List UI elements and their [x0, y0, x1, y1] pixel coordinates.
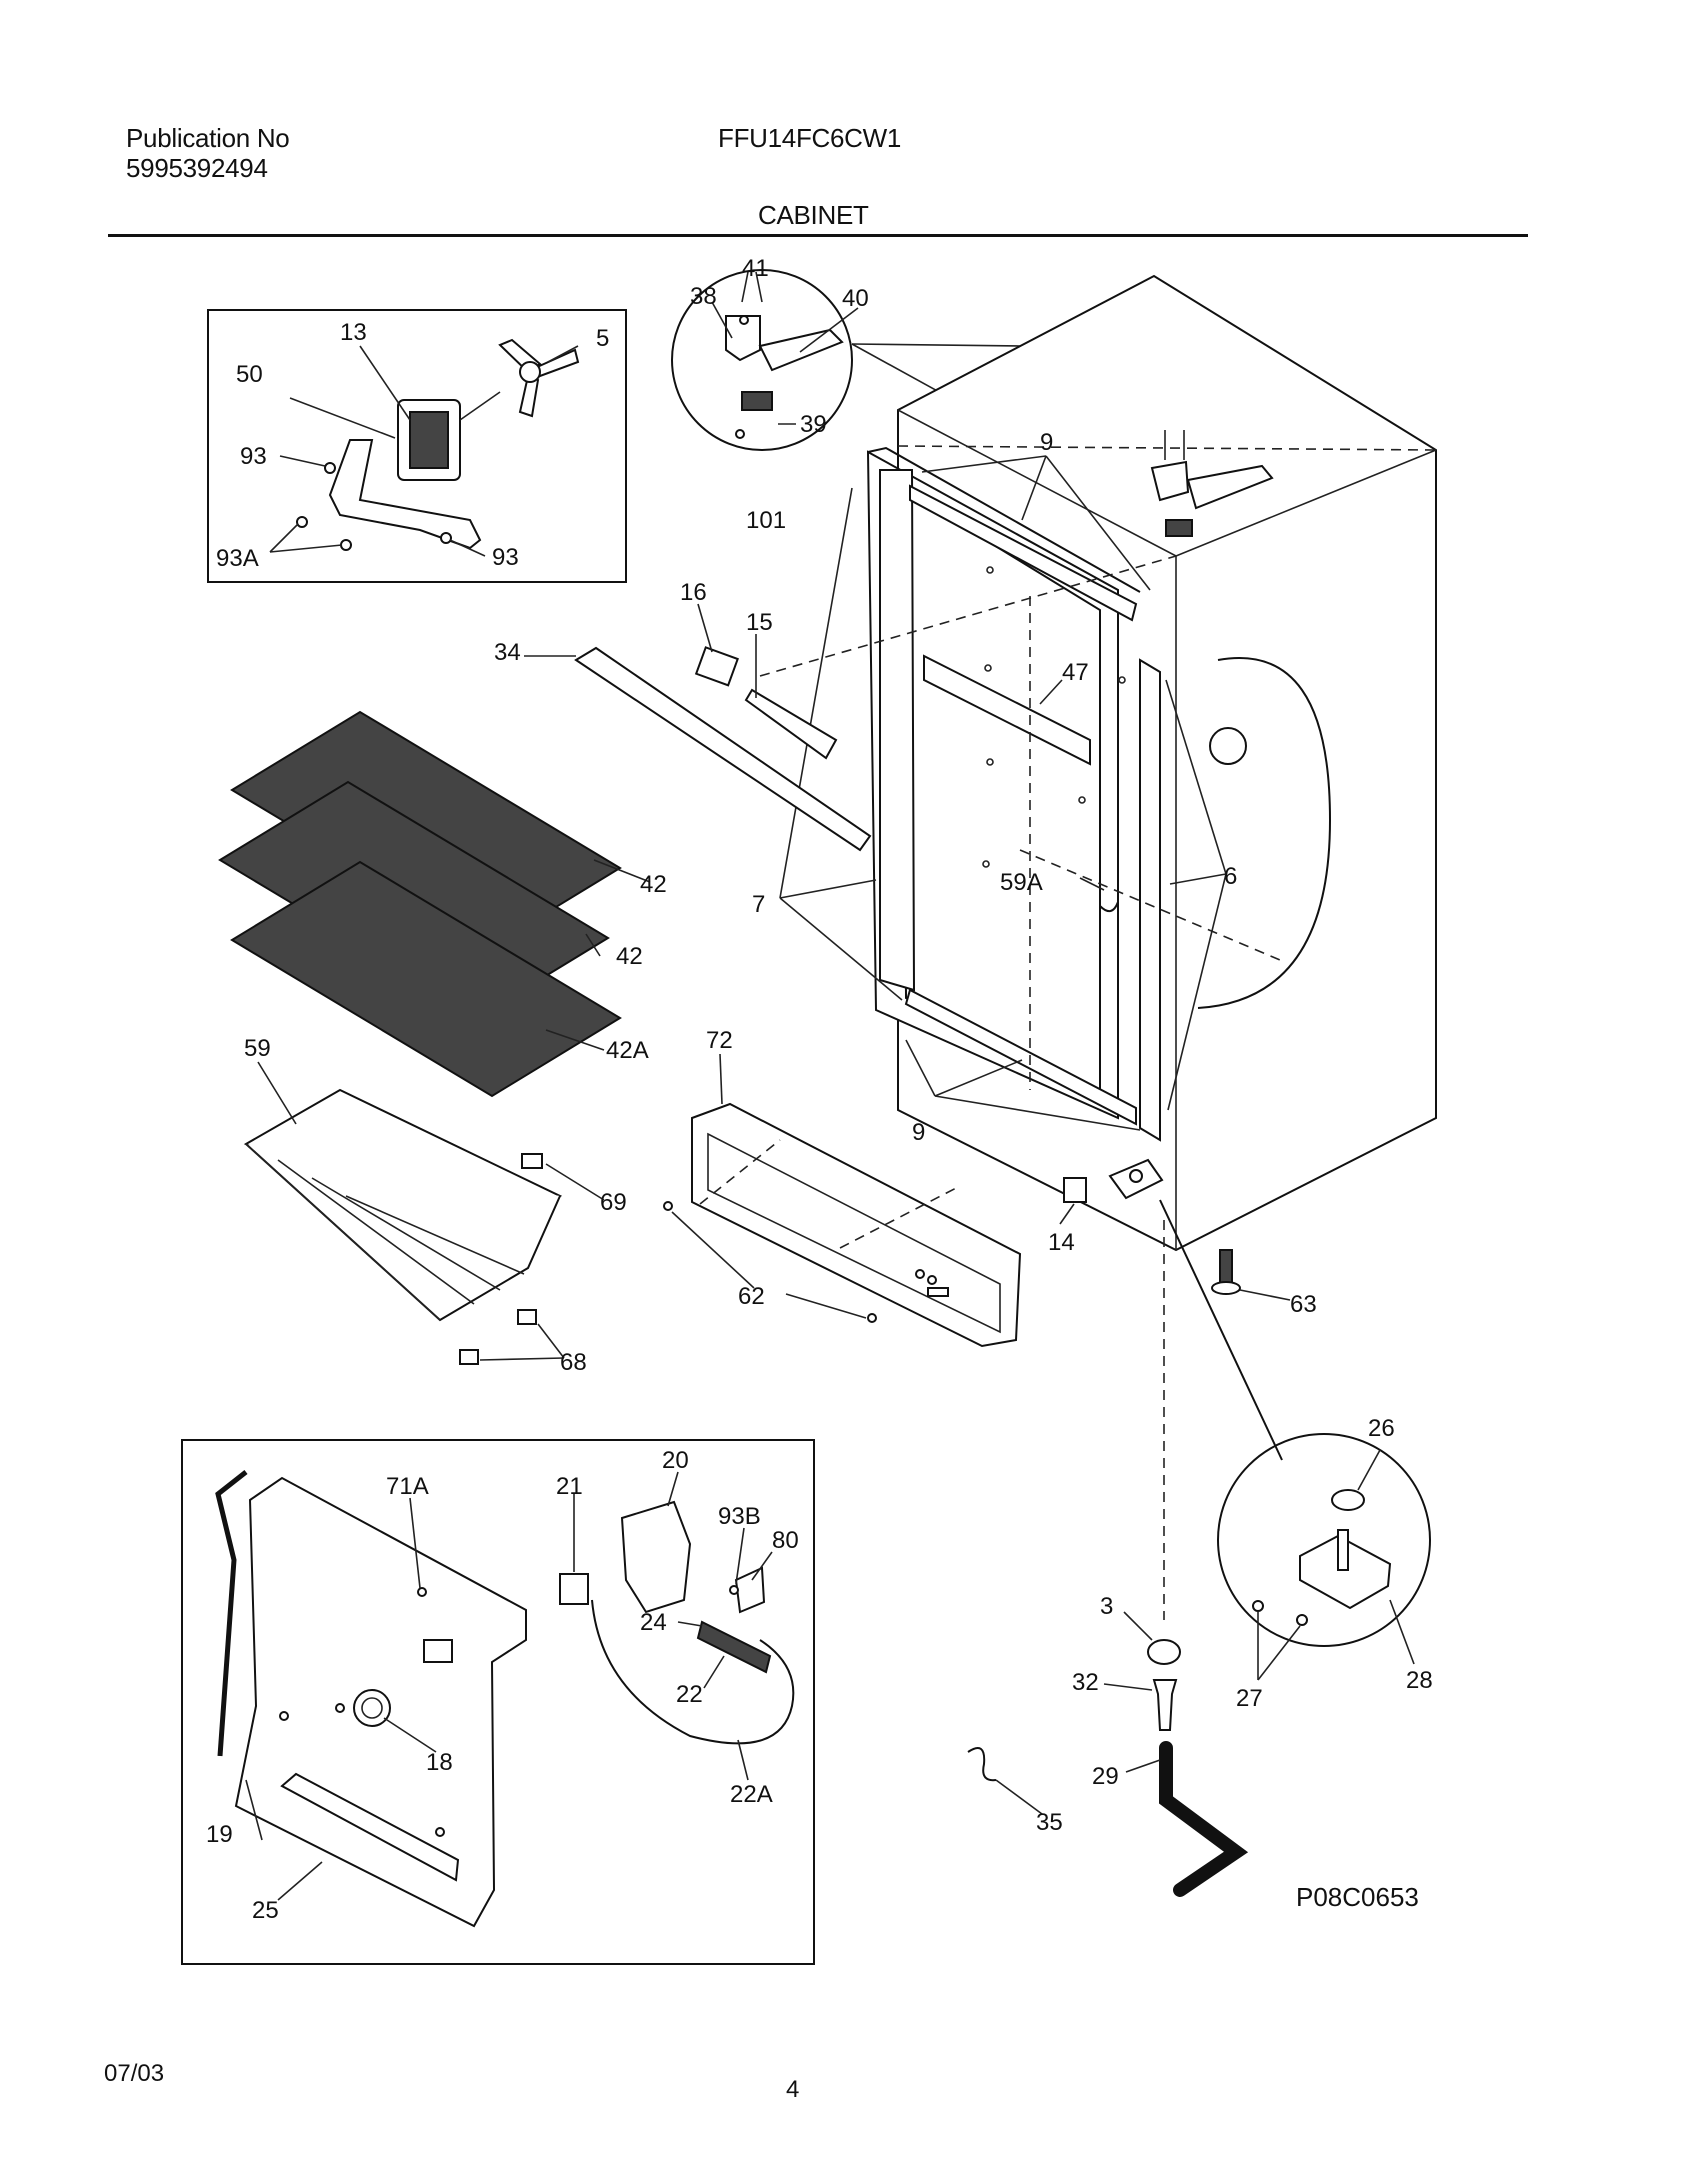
callout-35: 35: [1036, 1809, 1063, 1836]
callout-101: 101: [746, 507, 786, 534]
callout-29: 29: [1092, 1763, 1119, 1790]
callout-41: 41: [742, 255, 769, 282]
revision-date: 07/03: [104, 2060, 165, 2087]
fan-motor-inset: 13 5 50 93 93 93A: [207, 309, 627, 583]
callout-15: 15: [746, 609, 773, 636]
diagram-code: P08C0653: [1296, 1882, 1419, 1912]
callout-93: 93: [240, 443, 267, 470]
callout-63: 63: [1290, 1291, 1317, 1318]
callout-42: 42: [616, 943, 643, 970]
callout-20: 20: [662, 1447, 689, 1474]
callout-39: 39: [800, 411, 827, 438]
callout-18: 18: [426, 1749, 453, 1776]
header-divider: [108, 234, 1528, 237]
callout-69: 69: [600, 1189, 627, 1216]
callout-59A: 59A: [1000, 869, 1043, 896]
callout-50: 50: [236, 361, 263, 388]
callout-38: 38: [690, 283, 717, 310]
callout-21: 21: [556, 1473, 583, 1500]
callout-34: 34: [494, 639, 521, 666]
bottom-hardware: 14 63 3 32 29 35: [967, 1158, 1317, 1897]
callout-42A: 42A: [606, 1037, 649, 1064]
callout-9: 9: [1040, 429, 1053, 456]
callout-93B: 93B: [718, 1503, 761, 1530]
callout-42: 42: [640, 871, 667, 898]
callout-26: 26: [1368, 1415, 1395, 1442]
callout-24: 24: [640, 1609, 667, 1636]
callout-71A: 71A: [386, 1473, 429, 1500]
publication-number: 5995392494: [126, 153, 268, 183]
callout-5: 5: [596, 325, 609, 352]
callout-22: 22: [676, 1681, 703, 1708]
basket: 59 69 68: [243, 1035, 627, 1376]
callout-59: 59: [244, 1035, 271, 1062]
wire-shelves: 42 42 42A: [218, 710, 667, 1098]
callout-27: 27: [1236, 1685, 1263, 1712]
callout-72: 72: [706, 1027, 733, 1054]
cabinet-body: 9 47 7 59A 6 9: [752, 274, 1437, 1252]
callout-14: 14: [1048, 1229, 1075, 1256]
bottom-hinge-detail: 26 28 27: [1217, 1415, 1433, 1712]
callout-32: 32: [1072, 1669, 1099, 1696]
publication-label: Publication No: [126, 123, 290, 153]
callout-3: 3: [1100, 1593, 1113, 1620]
fan-blade: [498, 338, 580, 418]
callout-93: 93: [492, 544, 519, 571]
callout-80: 80: [772, 1527, 799, 1554]
callout-19: 19: [206, 1821, 233, 1848]
callout-13: 13: [340, 319, 367, 346]
page-number: 4: [786, 2076, 800, 2103]
callout-28: 28: [1406, 1667, 1433, 1694]
callout-40: 40: [842, 285, 869, 312]
callout-6: 6: [1224, 863, 1237, 890]
section-title: CABINET: [758, 200, 869, 230]
callout-68: 68: [560, 1349, 587, 1376]
callout-16: 16: [680, 579, 707, 606]
callout-93A: 93A: [216, 545, 259, 572]
evaporator-cover-inset: 71A 20 21 93B 80 24 22 18 22A 19 25: [181, 1439, 815, 1965]
callout-9: 9: [912, 1119, 925, 1146]
model-number: FFU14FC6CW1: [718, 123, 902, 153]
callout-25: 25: [252, 1897, 279, 1924]
light-assembly: 16 15 34: [494, 579, 872, 852]
toe-grille: 72 62: [663, 1027, 1022, 1348]
callout-47: 47: [1062, 659, 1089, 686]
callout-22A: 22A: [730, 1781, 773, 1808]
callout-62: 62: [738, 1283, 765, 1310]
callout-7: 7: [752, 891, 765, 918]
